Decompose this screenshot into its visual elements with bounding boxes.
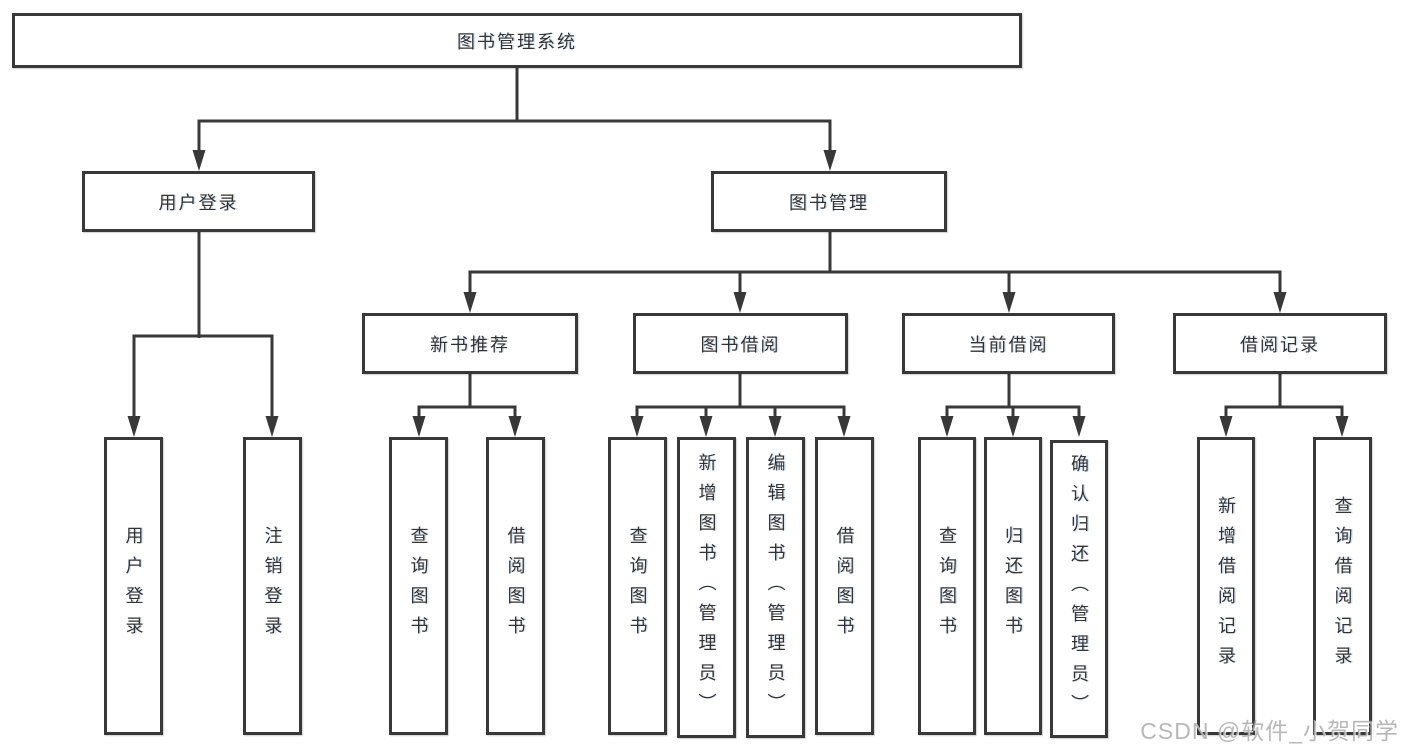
csdn-watermark: CSDN @软件_小贺同学 <box>1140 718 1399 744</box>
node-new-book-recommend: 新书推荐 <box>362 313 578 374</box>
node-label: 注销登录 <box>262 526 283 646</box>
node-leaf-borrow-books-2: 借阅图书 <box>815 437 874 735</box>
node-label: 图书借阅 <box>700 334 781 355</box>
arrowheads <box>127 150 1349 437</box>
node-label: 用户登录 <box>123 526 144 646</box>
node-leaf-query-books-2: 查询图书 <box>608 437 667 735</box>
node-label: 归还图书 <box>1003 526 1023 646</box>
node-leaf-borrow-books: 借阅图书 <box>486 437 545 735</box>
node-leaf-query-books-3: 查询图书 <box>918 437 976 735</box>
node-book-borrow: 图书借阅 <box>633 313 848 374</box>
node-label: 查询图书 <box>937 526 957 646</box>
node-label: 新增借阅记录 <box>1216 496 1236 676</box>
node-label: 新书推荐 <box>430 334 510 355</box>
node-label: 图书管理 <box>789 192 869 213</box>
node-label: 查询图书 <box>627 526 648 646</box>
node-leaf-edit-books-admin: 编辑图书（管理员） <box>746 437 805 738</box>
node-label: 确认归还（管理员） <box>1069 454 1089 724</box>
node-label: 查询图书 <box>408 526 429 646</box>
node-book-management: 图书管理 <box>711 171 947 232</box>
node-leaf-logout: 注销登录 <box>243 437 302 735</box>
node-user-login: 用户登录 <box>82 171 315 232</box>
node-leaf-user-login: 用户登录 <box>104 437 163 735</box>
node-label: 编辑图书（管理员） <box>765 452 786 723</box>
node-leaf-add-books-admin: 新增图书（管理员） <box>677 437 736 738</box>
node-label: 新增图书（管理员） <box>696 452 717 723</box>
node-label: 借阅图书 <box>505 526 526 646</box>
node-label: 图书管理系统 <box>457 31 577 52</box>
node-label: 当前借阅 <box>968 334 1049 355</box>
node-label: 借阅图书 <box>834 526 855 646</box>
node-leaf-return-books: 归还图书 <box>984 437 1042 735</box>
node-current-borrow: 当前借阅 <box>902 313 1115 374</box>
node-label: 用户登录 <box>158 192 239 213</box>
node-label: 查询借阅记录 <box>1332 496 1353 676</box>
node-leaf-add-borrow-record: 新增借阅记录 <box>1197 437 1255 735</box>
node-leaf-confirm-return-admin: 确认归还（管理员） <box>1050 440 1108 738</box>
node-borrow-records: 借阅记录 <box>1173 313 1387 374</box>
node-label: 借阅记录 <box>1240 334 1320 355</box>
node-library-management-system: 图书管理系统 <box>12 13 1022 68</box>
node-leaf-query-borrow-record: 查询借阅记录 <box>1313 437 1372 735</box>
node-leaf-query-books: 查询图书 <box>389 437 448 735</box>
